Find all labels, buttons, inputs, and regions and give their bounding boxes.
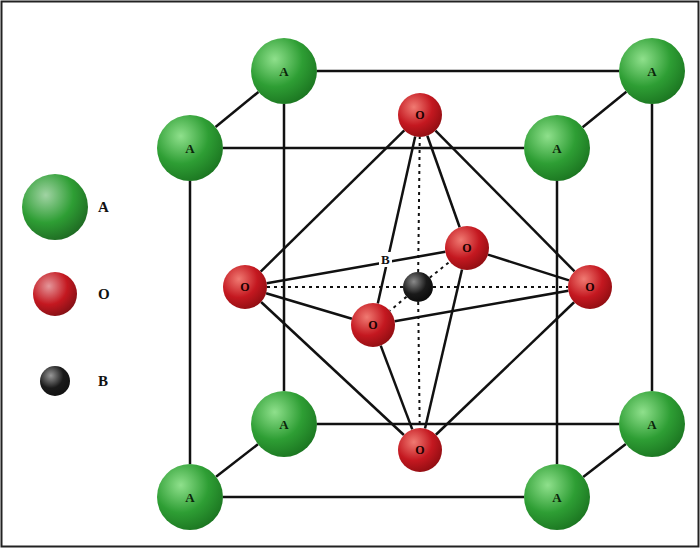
- bond-line: [223, 147, 524, 150]
- bond-line: [216, 92, 259, 127]
- atom-sphere: O: [223, 265, 267, 309]
- atom-label: B: [379, 252, 392, 267]
- dotted-bond: [418, 302, 420, 428]
- legend-swatch: [22, 174, 88, 240]
- dotted-bond: [390, 297, 407, 311]
- atom-sphere: A: [157, 115, 223, 181]
- dotted-bond: [430, 262, 450, 278]
- atom-sphere: B: [403, 272, 433, 302]
- atom-label: O: [585, 281, 594, 293]
- atom-sphere: O: [351, 303, 395, 347]
- atom-sphere: O: [398, 428, 442, 472]
- atom-sphere: A: [619, 391, 685, 457]
- atom-sphere: A: [524, 115, 590, 181]
- bond-line: [261, 130, 405, 271]
- atom-label: O: [368, 319, 377, 331]
- bond-line: [266, 293, 352, 318]
- legend-swatch: [40, 366, 70, 396]
- bond-line: [223, 496, 524, 499]
- bond-line: [189, 181, 192, 464]
- bond-line: [317, 70, 619, 73]
- bond-line: [381, 346, 413, 430]
- atom-sphere: A: [251, 38, 317, 104]
- atom-label: A: [552, 142, 561, 155]
- atom-sphere: A: [157, 464, 223, 530]
- atom-sphere: O: [568, 265, 612, 309]
- bond-line: [488, 255, 569, 281]
- bond-line: [436, 302, 574, 435]
- atom-label: A: [647, 418, 656, 431]
- atom-label: O: [240, 281, 249, 293]
- bond-line: [216, 444, 258, 477]
- bond-line: [435, 131, 574, 272]
- atom-label: A: [185, 142, 194, 155]
- bond-line: [583, 92, 627, 127]
- atom-label: O: [415, 109, 424, 121]
- atom-label: A: [552, 491, 561, 504]
- bond-line: [583, 444, 626, 477]
- dotted-bond: [418, 137, 420, 272]
- bond-line: [651, 104, 654, 391]
- atom-label: A: [279, 418, 288, 431]
- legend-swatch: [33, 272, 77, 316]
- atom-label: O: [462, 242, 471, 254]
- dotted-bond: [267, 286, 403, 288]
- atom-label: O: [415, 444, 424, 456]
- dotted-bond: [433, 286, 568, 288]
- atom-sphere: O: [445, 226, 489, 270]
- legend-label: B: [98, 374, 108, 389]
- atom-label: A: [279, 65, 288, 78]
- atom-sphere: A: [251, 391, 317, 457]
- atom-label: A: [185, 491, 194, 504]
- bond-line: [556, 181, 559, 464]
- atom-sphere: A: [524, 464, 590, 530]
- atom-label: A: [647, 65, 656, 78]
- legend-label: A: [98, 200, 109, 215]
- bond-line: [317, 423, 619, 426]
- atom-sphere: A: [619, 38, 685, 104]
- legend-label: O: [98, 287, 110, 302]
- atom-sphere: O: [398, 93, 442, 137]
